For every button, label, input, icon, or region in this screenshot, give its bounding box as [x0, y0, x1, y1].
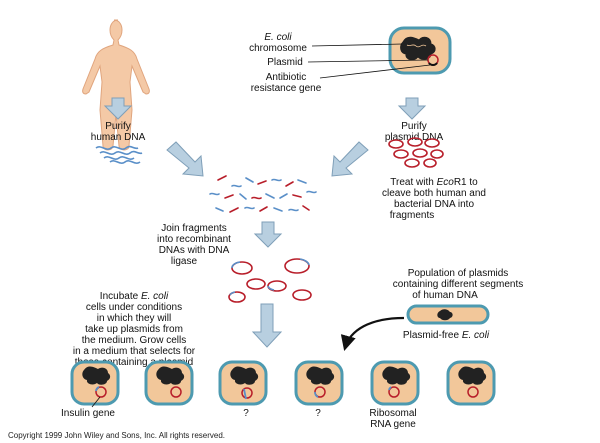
- label-treat-3: bacterial DNA into: [394, 199, 474, 210]
- label-question-1: ?: [243, 408, 249, 419]
- cell-2: [144, 360, 194, 406]
- label-incubate-7: those containing a plasmid: [75, 357, 193, 368]
- label-antibiotic-1: Antibiotic: [266, 72, 307, 83]
- copyright-text: Copyright 1999 John Wiley and Sons, Inc.…: [8, 431, 225, 440]
- label-question-2: ?: [315, 408, 321, 419]
- label-ribosomal-2: RNA gene: [370, 419, 416, 430]
- label-incubate-4: take up plasmids from: [85, 324, 183, 335]
- label-treat-2: cleave both human and: [382, 188, 486, 199]
- label-treat-4: fragments: [390, 210, 434, 221]
- label-join-3: DNAs with DNA: [159, 245, 230, 256]
- recombinant-plasmids: [228, 258, 312, 303]
- label-ecoli-chromosome-2: chromosome: [249, 43, 307, 54]
- cell-5: [370, 360, 420, 406]
- cell-4: [294, 360, 344, 406]
- ecoli-chromosome: [400, 36, 436, 61]
- label-incubate-5: the medium. Grow cells: [82, 335, 186, 346]
- arrow-down-human: [103, 97, 133, 120]
- transformed-cells: [70, 360, 496, 406]
- plasmid-free-ecoli: [406, 304, 490, 325]
- cell-6: [446, 360, 496, 406]
- label-join-1: Join fragments: [161, 223, 227, 234]
- label-incubate-2: cells under conditions: [86, 302, 182, 313]
- plasmid-dna-circles: [388, 137, 444, 168]
- antibiotic-gene: [428, 62, 438, 66]
- label-treat-1: Treat with EcoR1 to: [390, 177, 478, 188]
- label-incubate-3: in which they will: [97, 313, 171, 324]
- label-population-1: Population of plasmids: [408, 268, 509, 279]
- arrow-diagonal-left: [166, 141, 204, 177]
- arrow-down-plasmid: [397, 97, 427, 120]
- label-join-4: ligase: [171, 256, 198, 267]
- label-population-3: of human DNA: [412, 290, 478, 301]
- cell-3: [218, 360, 268, 406]
- label-purify-plasmid-1: Purify: [401, 121, 427, 132]
- label-plasmid: Plasmid: [267, 57, 303, 68]
- cell-labels: E. coli chromosome Plasmid Antibiotic re…: [249, 32, 431, 94]
- label-antibiotic-2: resistance gene: [251, 83, 322, 94]
- label-purify-human-1: Purify: [105, 121, 131, 132]
- curved-arrow: [340, 316, 405, 351]
- label-join-2: into recombinant: [157, 234, 231, 245]
- label-plasmid-free: Plasmid-free E. coli: [403, 330, 490, 341]
- label-incubate-1: Incubate E. coli: [100, 291, 169, 302]
- label-incubate-6: in a medium that selects for: [73, 346, 196, 357]
- label-ecoli-chromosome-1: E. coli: [264, 32, 292, 43]
- label-ribosomal-1: Ribosomal: [369, 408, 416, 419]
- label-insulin-gene: Insulin gene: [61, 408, 115, 419]
- ecoli-cell-top: [388, 26, 452, 75]
- dna-fragments: [209, 175, 317, 213]
- arrow-diagonal-right: [331, 141, 369, 177]
- cell-1: [70, 360, 120, 406]
- human-dna-strands: [95, 145, 143, 164]
- label-population-2: containing different segments: [393, 279, 523, 290]
- arrow-down-join: [253, 221, 283, 248]
- arrow-down-incubate: [251, 303, 283, 348]
- label-purify-human-2: human DNA: [91, 132, 146, 143]
